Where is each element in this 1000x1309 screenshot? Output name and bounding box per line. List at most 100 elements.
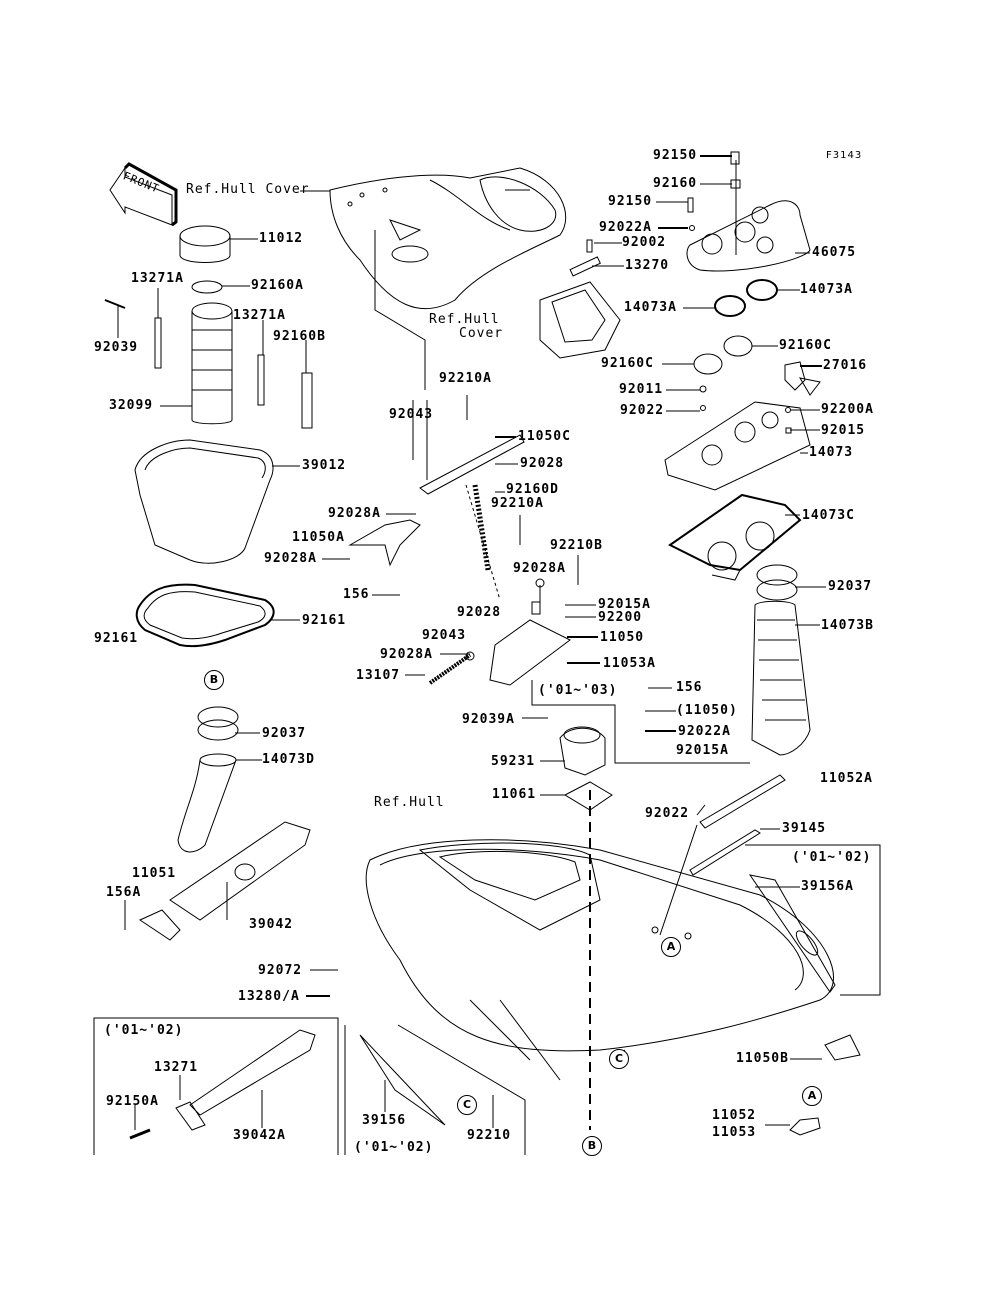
part-label[interactable]: 92160 bbox=[653, 176, 698, 191]
part-label[interactable]: 39042A bbox=[233, 1128, 286, 1143]
part-label[interactable]: 92028 bbox=[520, 456, 565, 471]
part-label[interactable]: 92028A bbox=[513, 561, 566, 576]
part-label[interactable]: (11050) bbox=[676, 703, 738, 718]
part-label[interactable]: 39042 bbox=[249, 917, 294, 932]
part-label[interactable]: 92011 bbox=[619, 382, 664, 397]
part-label[interactable]: 92210B bbox=[550, 538, 603, 553]
gasket-92161-part bbox=[135, 583, 275, 648]
inset-box-right bbox=[344, 1024, 526, 1155]
part-label[interactable]: 92028A bbox=[328, 506, 381, 521]
callout-a-bracket: A bbox=[802, 1086, 822, 1106]
part-label[interactable]: 92015A bbox=[676, 743, 729, 758]
part-label[interactable]: 13280/A bbox=[238, 989, 300, 1004]
part-label[interactable]: 11050A bbox=[292, 530, 345, 545]
part-label[interactable]: 11053A bbox=[603, 656, 656, 671]
part-label[interactable]: 92022 bbox=[645, 806, 690, 821]
vent-59231-part bbox=[559, 726, 613, 811]
part-label[interactable]: 14073A bbox=[624, 300, 677, 315]
part-label[interactable]: 39145 bbox=[782, 821, 827, 836]
part-label[interactable]: 11050B bbox=[736, 1051, 789, 1066]
part-label[interactable]: 13271A bbox=[131, 271, 184, 286]
part-label[interactable]: 92150A bbox=[106, 1094, 159, 1109]
callout-a-hull: A bbox=[661, 937, 681, 957]
callout-c-hull: C bbox=[609, 1049, 629, 1069]
leader-lines bbox=[117, 155, 826, 1130]
plate-39042-part bbox=[138, 821, 311, 941]
part-label[interactable]: 92022 bbox=[620, 403, 665, 418]
part-label[interactable]: 13270 bbox=[625, 258, 670, 273]
part-27016 bbox=[784, 361, 821, 396]
part-label[interactable]: 92028A bbox=[380, 647, 433, 662]
part-label[interactable]: 32099 bbox=[109, 398, 154, 413]
part-label[interactable]: 92039 bbox=[94, 340, 139, 355]
part-label[interactable]: 92160C bbox=[601, 356, 654, 371]
year-note: ('01~'03) bbox=[538, 683, 618, 698]
part-label[interactable]: 14073C bbox=[802, 508, 855, 523]
part-label[interactable]: 92015A bbox=[598, 597, 651, 612]
part-label[interactable]: 92200 bbox=[598, 610, 643, 625]
part-label[interactable]: 92161 bbox=[94, 631, 139, 646]
part-label[interactable]: 39156A bbox=[801, 879, 854, 894]
part-label[interactable]: 92028A bbox=[264, 551, 317, 566]
part-label[interactable]: 92210A bbox=[491, 496, 544, 511]
part-label[interactable]: 39012 bbox=[302, 458, 347, 473]
part-label[interactable]: 11052 bbox=[712, 1108, 757, 1123]
part-label[interactable]: 46075 bbox=[812, 245, 857, 260]
part-label[interactable]: 92161 bbox=[302, 613, 347, 628]
part-label[interactable]: 11052A bbox=[820, 771, 873, 786]
part-label[interactable]: 92160B bbox=[273, 329, 326, 344]
ref-hull-cover-top: Ref.Hull Cover bbox=[186, 182, 310, 197]
part-label[interactable]: 14073 bbox=[809, 445, 854, 460]
part-label[interactable]: 92037 bbox=[828, 579, 873, 594]
brackets-39145-39156a bbox=[689, 774, 881, 996]
part-label[interactable]: 59231 bbox=[491, 754, 536, 769]
part-label[interactable]: 11050C bbox=[518, 429, 571, 444]
part-label[interactable]: 156 bbox=[676, 680, 703, 695]
part-label[interactable]: 11050 bbox=[600, 630, 645, 645]
part-label[interactable]: 92210 bbox=[467, 1128, 512, 1143]
hull-cover-mid-part bbox=[539, 281, 621, 359]
hull-part bbox=[365, 790, 834, 1130]
part-label[interactable]: 92015 bbox=[821, 423, 866, 438]
part-label[interactable]: 92037 bbox=[262, 726, 307, 741]
part-label[interactable]: 11051 bbox=[132, 866, 177, 881]
part-label[interactable]: 92022A bbox=[678, 724, 731, 739]
part-label[interactable]: 92028 bbox=[457, 605, 502, 620]
part-label[interactable]: 13271 bbox=[154, 1060, 199, 1075]
part-label[interactable]: 14073A bbox=[800, 282, 853, 297]
part-label[interactable]: 39156 bbox=[362, 1113, 407, 1128]
part-label[interactable]: 13107 bbox=[356, 668, 401, 683]
part-label[interactable]: 13271A bbox=[233, 308, 286, 323]
part-label[interactable]: 14073B bbox=[821, 618, 874, 633]
part-label[interactable]: 11061 bbox=[492, 787, 537, 802]
ref-hull-cover-mid-1: Ref.Hull bbox=[429, 312, 500, 327]
part-label[interactable]: 27016 bbox=[823, 358, 868, 373]
part-label[interactable]: 11012 bbox=[259, 231, 304, 246]
box-39012-part bbox=[134, 439, 274, 564]
part-label[interactable]: 92043 bbox=[422, 628, 467, 643]
year-note: ('01~'02) bbox=[354, 1140, 434, 1155]
part-label[interactable]: 14073D bbox=[262, 752, 315, 767]
part-label[interactable]: 92039A bbox=[462, 712, 515, 727]
callout-b-top: B bbox=[204, 670, 224, 690]
part-label[interactable]: 92150 bbox=[608, 194, 653, 209]
part-label[interactable]: 92072 bbox=[258, 963, 303, 978]
callout-c-inset: C bbox=[457, 1095, 477, 1115]
part-label[interactable]: 92022A bbox=[599, 220, 652, 235]
ref-hull: Ref.Hull bbox=[374, 795, 445, 810]
ring-parts bbox=[693, 279, 778, 375]
part-label[interactable]: 11053 bbox=[712, 1125, 757, 1140]
part-label[interactable]: 92160A bbox=[251, 278, 304, 293]
part-label[interactable]: 156 bbox=[343, 587, 370, 602]
part-label[interactable]: 92210A bbox=[439, 371, 492, 386]
part-label[interactable]: 92150 bbox=[653, 148, 698, 163]
figure-code: F3143 bbox=[826, 150, 863, 161]
part-label[interactable]: 92160C bbox=[779, 338, 832, 353]
part-label[interactable]: 156A bbox=[106, 885, 142, 900]
part-label[interactable]: 92200A bbox=[821, 402, 874, 417]
part-label[interactable]: 92002 bbox=[622, 235, 667, 250]
part-label[interactable]: 92043 bbox=[389, 407, 434, 422]
part-label[interactable]: 92160D bbox=[506, 482, 559, 497]
front-arrow-icon bbox=[109, 162, 178, 227]
